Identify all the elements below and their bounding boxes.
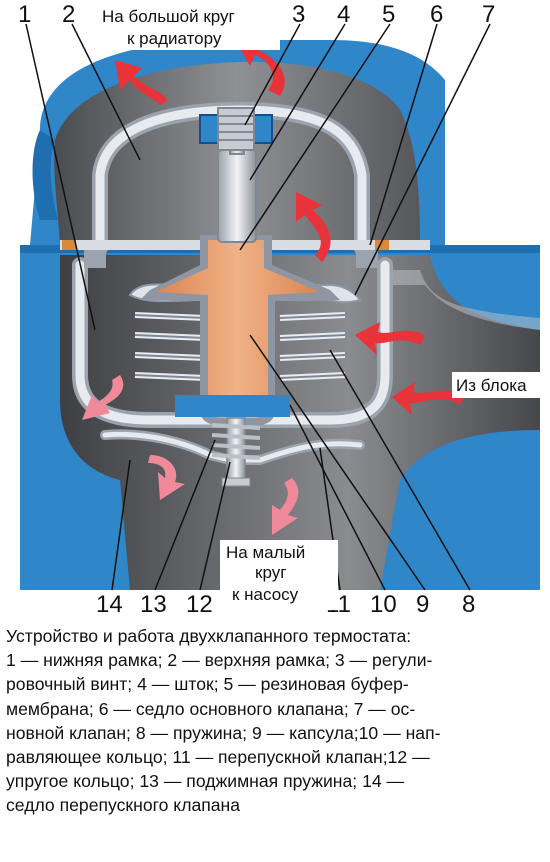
label-from-block: Из блока — [456, 376, 527, 395]
callout-1: 1 — [18, 1, 31, 28]
caption-line: мембрана; 6 — седло основного клапана; 7… — [6, 698, 416, 719]
label-to-pump-line1: На малый — [226, 543, 305, 562]
arrow-up-right — [235, 40, 285, 96]
arrow-up-center — [296, 192, 331, 262]
guide-ring — [175, 395, 290, 417]
arrow-down-left-1 — [82, 375, 124, 420]
thermostat-diagram: 1 2 3 4 5 6 7 8 9 10 11 12 13 14 На боль… — [18, 1, 550, 618]
arrow-in-right-2 — [392, 382, 465, 415]
flow-labels: На большой круг к радиатору Из блока На … — [100, 4, 550, 610]
callout-3: 3 — [292, 1, 305, 28]
arrow-down-left-2 — [148, 455, 185, 500]
callout-2: 2 — [62, 1, 75, 28]
caption-line: седло перепускного клапана — [6, 795, 241, 816]
callout-12: 12 — [186, 591, 213, 618]
callout-10: 10 — [370, 591, 397, 618]
callout-8: 8 — [462, 591, 475, 618]
figure-caption: Устройство и работа двухклапанного термо… — [6, 624, 546, 818]
callout-4: 4 — [337, 1, 350, 28]
arrow-down-center — [272, 478, 299, 535]
caption-line: упругое кольцо; 13 — поджимная пружина; … — [6, 771, 405, 792]
label-to-radiator-line2: к радиатору — [127, 29, 222, 48]
frames — [72, 101, 393, 428]
callout-6: 6 — [430, 1, 443, 28]
label-to-pump-line2: круг — [255, 563, 286, 582]
caption-line: новной клапан; 8 — пружина; 9 — капсула;… — [6, 722, 441, 743]
label-to-radiator-line1: На большой круг — [102, 7, 235, 26]
callout-9: 9 — [416, 591, 429, 618]
callout-14: 14 — [96, 591, 123, 618]
flow-arrows — [82, 40, 465, 535]
arrow-in-right-1 — [355, 322, 425, 355]
capsule — [140, 235, 340, 425]
callout-7: 7 — [482, 1, 495, 28]
caption-line: 1 — нижняя рамка; 2 — верхняя рамка; 3 —… — [6, 650, 433, 671]
caption-line: ровочный винт; 4 — шток; 5 — резиновая б… — [6, 674, 409, 695]
callout-numbers: 1 2 3 4 5 6 7 8 9 10 11 12 13 14 — [18, 1, 495, 618]
leader-lines — [25, 23, 491, 591]
callout-13: 13 — [140, 591, 167, 618]
label-to-pump-line3: к насосу — [232, 585, 299, 604]
caption-line: равляющее кольцо; 11 — перепускной клапа… — [6, 747, 430, 768]
rod — [217, 149, 257, 243]
bypass-stem — [211, 417, 261, 487]
arrow-up-left — [115, 60, 168, 105]
adjusting-screw — [199, 107, 273, 151]
callout-5: 5 — [382, 1, 395, 28]
caption-line: Устройство и работа двухклапанного термо… — [6, 626, 412, 646]
